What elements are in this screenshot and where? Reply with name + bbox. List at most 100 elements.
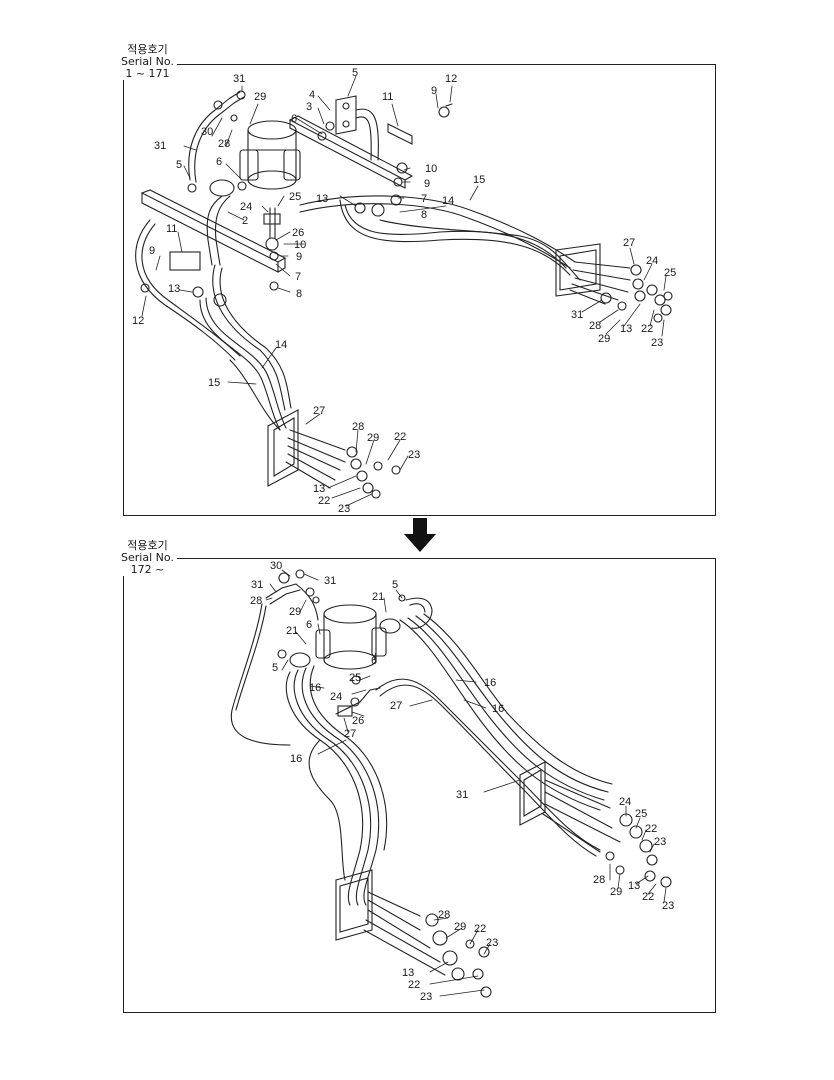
callout: 27 — [344, 728, 356, 740]
top-callout-labels: 31 4 5 9 12 29 3 6 11 31 30 28 6 10 5 9 … — [132, 67, 676, 515]
callout: 11 — [382, 91, 393, 103]
callout: 21 — [372, 591, 384, 603]
callout: 10 — [294, 239, 306, 251]
callout: 22 — [645, 823, 657, 835]
callout: 25 — [635, 808, 647, 820]
callout: 14 — [442, 195, 454, 207]
callout: 26 — [292, 227, 304, 239]
serial-label-top: 적용호기 Serial No. 1 ~ 171 — [118, 44, 177, 80]
callout: 22 — [642, 891, 654, 903]
top-frame-bracket — [140, 115, 414, 273]
callout: 2 — [242, 215, 248, 227]
callout: 24 — [330, 691, 342, 703]
callout: 9 — [424, 178, 430, 190]
callout: 31 — [233, 73, 245, 85]
top-fittings — [140, 90, 453, 307]
callout: 27 — [390, 700, 402, 712]
callout: 28 — [250, 595, 262, 607]
callout: 22 — [318, 495, 330, 507]
callout: 13 — [316, 193, 328, 205]
callout: 29 — [610, 886, 622, 898]
serial-no-label: Serial No. — [121, 55, 174, 68]
callout: 23 — [651, 337, 663, 349]
callout: 29 — [598, 333, 610, 345]
callout: 25 — [664, 267, 676, 279]
callout: 24 — [646, 255, 658, 267]
callout: 29 — [289, 606, 301, 618]
top-leader-lines — [141, 75, 667, 507]
bottom-hose-bundle — [230, 603, 672, 998]
callout: 6 — [291, 113, 297, 125]
callout: 9 — [149, 245, 155, 257]
serial-no-label: Serial No. — [121, 551, 174, 564]
callout: 6 — [306, 619, 312, 631]
callout: 30 — [270, 560, 282, 572]
callout: 16 — [492, 703, 504, 715]
callout: 29 — [454, 921, 466, 933]
callout: 5 — [176, 159, 182, 171]
callout: 5 — [272, 662, 278, 674]
callout: 7 — [421, 193, 427, 205]
applicable-label: 적용호기 — [127, 539, 168, 552]
callout: 25 — [289, 191, 301, 203]
callout: 8 — [296, 288, 302, 300]
bottom-leader-lines — [265, 569, 667, 997]
callout: 27 — [313, 405, 325, 417]
panel-serial-1-171 — [123, 64, 716, 516]
callout: 6 — [216, 156, 222, 168]
callout: 3 — [306, 101, 312, 113]
callout: 14 — [275, 339, 287, 351]
callout: 16 — [309, 682, 321, 694]
callout: 21 — [286, 625, 298, 637]
callout: 28 — [589, 320, 601, 332]
serial-label-bottom: 적용호기 Serial No. 172 ~ — [118, 540, 177, 576]
panel-serial-172-plus — [123, 558, 716, 1013]
callout: 25 — [349, 672, 361, 684]
callout: 23 — [338, 503, 350, 515]
callout: 31 — [324, 575, 336, 587]
callout: 12 — [132, 315, 144, 327]
callout: 15 — [208, 377, 220, 389]
callout: 26 — [352, 715, 364, 727]
callout: 23 — [654, 836, 666, 848]
callout: 28 — [352, 421, 364, 433]
callout: 9 — [431, 85, 437, 97]
callout: 31 — [154, 140, 166, 152]
serial-range: 172 ~ — [130, 563, 165, 576]
callout: 10 — [425, 163, 437, 175]
callout: 7 — [295, 271, 301, 283]
callout: 31 — [456, 789, 468, 801]
callout: 22 — [641, 323, 653, 335]
callout: 23 — [662, 900, 674, 912]
callout: 8 — [421, 209, 427, 221]
callout: 22 — [394, 431, 406, 443]
callout: 16 — [484, 677, 496, 689]
callout: 13 — [402, 967, 414, 979]
callout: 22 — [408, 979, 420, 991]
swivel-joint-bottom — [277, 594, 406, 707]
callout: 23 — [486, 937, 498, 949]
bottom-callout-labels: 30 31 31 5 28 21 29 21 6 5 6 25 16 24 26… — [250, 560, 674, 1003]
callout: 31 — [251, 579, 263, 591]
callout: 27 — [623, 237, 635, 249]
callout: 5 — [392, 579, 398, 591]
callout: 13 — [628, 880, 640, 892]
callout: 5 — [352, 67, 358, 79]
callout: 9 — [296, 251, 302, 263]
bottom-fittings — [265, 569, 433, 717]
callout: 24 — [619, 796, 631, 808]
callout: 16 — [290, 753, 302, 765]
callout: 23 — [420, 991, 432, 1003]
callout: 4 — [309, 89, 315, 101]
swivel-joint-top — [239, 120, 301, 190]
applicable-label: 적용호기 — [127, 43, 168, 56]
callout: 29 — [367, 432, 379, 444]
callout: 31 — [571, 309, 583, 321]
callout: 13 — [620, 323, 632, 335]
callout: 15 — [473, 174, 485, 186]
callout: 24 — [240, 201, 252, 213]
serial-range: 1 ~ 171 — [125, 67, 170, 80]
down-arrow-icon — [404, 518, 436, 552]
callout: 28 — [218, 138, 230, 150]
